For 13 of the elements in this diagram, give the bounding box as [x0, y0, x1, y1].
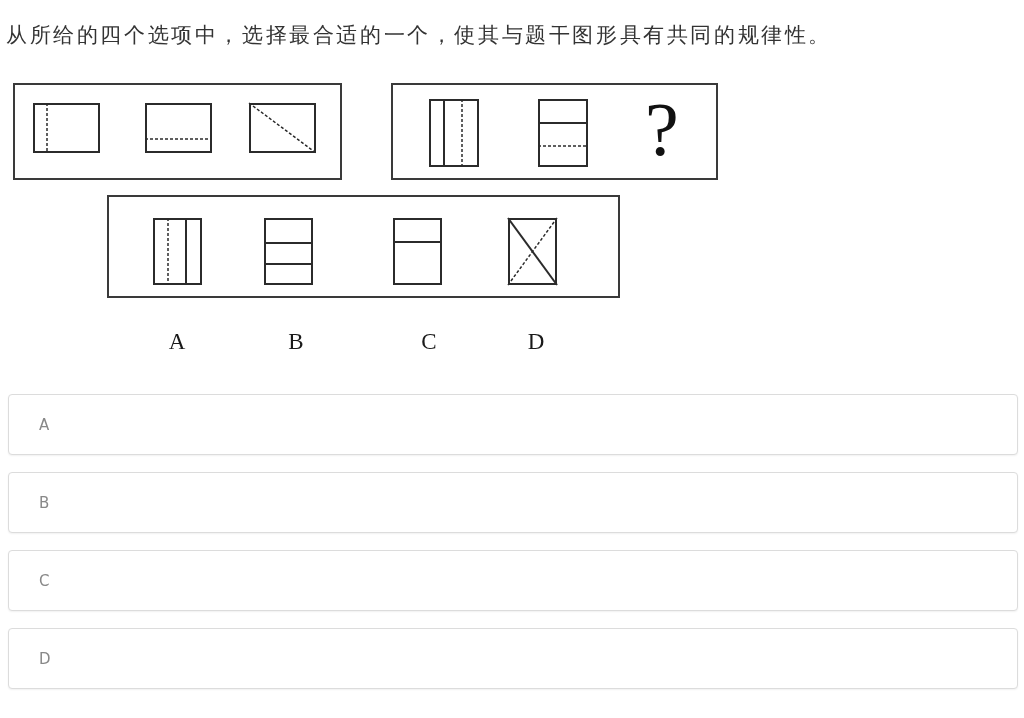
answer-option: D	[8, 628, 1018, 689]
options-panel	[107, 195, 620, 298]
option-label: A	[168, 329, 186, 355]
option-label: C	[421, 329, 437, 355]
question-mark: ?	[645, 91, 679, 167]
figure-panel	[391, 83, 718, 180]
question-text: 从所给的四个选项中，选择最合适的一个，使其与题干图形具有共同的规律性。	[6, 22, 832, 48]
answer-option: A	[8, 394, 1018, 455]
option-label: D	[527, 329, 545, 355]
option-label: B	[288, 329, 304, 355]
answer-option: C	[8, 550, 1018, 611]
answer-option: B	[8, 472, 1018, 533]
figure-panel	[13, 83, 342, 180]
